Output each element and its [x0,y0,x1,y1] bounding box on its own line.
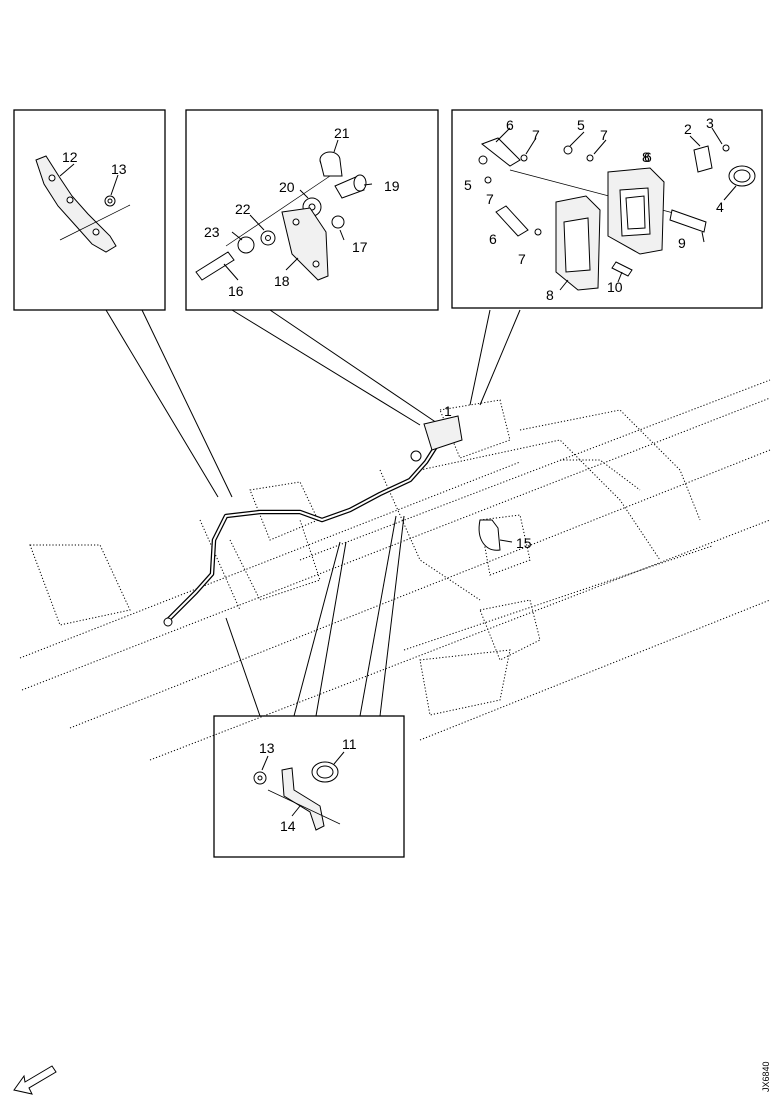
callout-7-c: 7 [486,191,494,207]
callout-22: 22 [235,201,251,217]
callout-4: 4 [716,199,724,215]
callout-16: 16 [228,283,244,299]
callout-8-upper: 8 [642,149,650,165]
callout-2: 2 [684,121,692,137]
callout-11: 11 [342,736,357,752]
callout-13-bottom: 13 [259,740,275,756]
callout-10: 10 [607,279,623,295]
callout-20: 20 [279,179,295,195]
leader-lines [105,309,521,717]
detail-panel-left: 12 13 [13,109,166,311]
callout-23: 23 [204,224,220,240]
detail-panel-right: 6 7 5 7 2 3 6 5 7 8 4 6 7 9 8 10 [451,109,763,309]
detail-panel-middle: 21 20 19 22 23 17 16 18 [185,109,439,311]
callout-13: 13 [111,161,127,177]
callout-6-left: 6 [489,231,497,247]
chassis-frame [19,379,771,761]
callout-7-d: 7 [518,251,526,267]
callout-3: 3 [706,115,714,131]
callout-6-top: 6 [506,117,514,133]
fuel-pipe [163,415,513,627]
callout-18: 18 [274,273,290,289]
callout-19: 19 [384,178,400,194]
callout-12: 12 [62,149,78,165]
callout-21: 21 [334,125,350,141]
callout-8-lower: 8 [546,287,554,303]
callout-9: 9 [678,235,686,251]
callout-1: 1 [444,403,452,419]
callout-7-b: 7 [600,127,608,143]
callout-5-left: 5 [464,177,472,193]
callout-15: 15 [516,535,532,551]
callout-17: 17 [352,239,368,255]
callout-7-a: 7 [532,127,540,143]
figure-code: JX6840 [761,1061,771,1092]
callout-5-top: 5 [577,117,585,133]
detail-panel-bottom: 13 11 14 [213,715,405,858]
callout-14: 14 [280,818,296,834]
front-direction-arrow-icon [13,1065,57,1095]
callout-6-right: 6 [644,149,652,165]
